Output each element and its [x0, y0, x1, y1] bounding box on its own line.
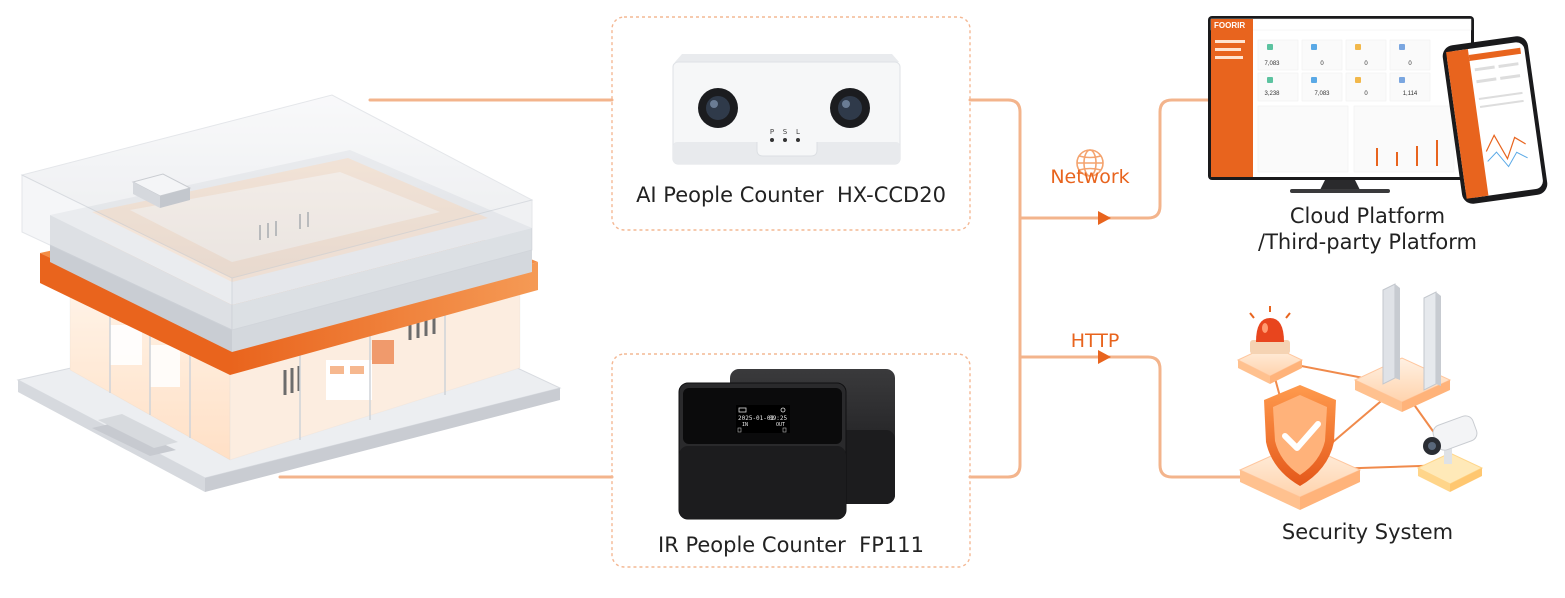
dashboard-stat-cards: 7,083 0 0 0 3,238 7,083 0 1,114: [1257, 39, 1431, 102]
cloud-platform-monitor: FOORIR 7,083 0 0 0: [1208, 16, 1474, 193]
line-hub-to-security: [1018, 355, 1252, 479]
cloud-platform-label-line1: Cloud Platform: [1289, 204, 1446, 228]
dashboard-stat: 0: [1320, 61, 1324, 67]
ai-counter-label: AI People Counter HX-CCD20: [636, 183, 946, 207]
cloud-platform-label-line2: /Third-party Platform: [1258, 230, 1477, 254]
cctv-camera-icon: [1416, 415, 1484, 492]
ir-screen-out: OUT: [776, 422, 785, 428]
ir-screen-time: 09:25: [769, 415, 787, 422]
dashboard-brand: FOORIR: [1214, 21, 1245, 30]
dashboard-stat: 7,083: [1314, 91, 1330, 97]
dashboard-stat: 3,238: [1264, 91, 1280, 97]
dashboard-stat: 1,114: [1403, 91, 1418, 97]
dashboard-stat: 0: [1364, 91, 1368, 97]
ir-screen-in: IN: [742, 422, 748, 428]
ir-counter-card: [611, 353, 971, 568]
ai-counter-device: P S L: [672, 54, 901, 165]
alarm-light-icon: [1236, 306, 1304, 384]
ir-counter-label: IR People Counter FP111: [658, 533, 924, 557]
ai-counter-card: [611, 16, 971, 231]
indicator-s: S: [783, 128, 788, 136]
globe-icon: [1076, 149, 1104, 177]
indicator-p: P: [770, 128, 774, 136]
arrow-right-icon: [1098, 211, 1111, 225]
line-hub-to-cloud: [1018, 98, 1212, 220]
security-gate-icon: [1353, 283, 1452, 412]
line-ai-counter-to-hub: [968, 98, 1022, 479]
network-label: Network: [1050, 166, 1130, 188]
arrow-right-icon: [1098, 350, 1111, 364]
http-label: HTTP: [1070, 330, 1120, 352]
security-system-illustration: [1236, 283, 1484, 510]
dashboard-stat: 0: [1408, 61, 1412, 67]
shield-check-icon: [1238, 385, 1362, 510]
dashboard-stat: 0: [1364, 61, 1368, 67]
ir-counter-device-front: 2025-01-01 09:25 IN OUT: [678, 382, 847, 520]
ir-screen-date: 2025-01-01: [738, 415, 775, 422]
cloud-platform-phone: [1442, 36, 1548, 204]
dashboard-stat: 7,083: [1264, 61, 1280, 67]
connector-lines: [278, 98, 1252, 479]
store-building-icon: [16, 94, 562, 492]
security-system-label: Security System: [1281, 520, 1454, 544]
indicator-l: L: [796, 128, 800, 136]
